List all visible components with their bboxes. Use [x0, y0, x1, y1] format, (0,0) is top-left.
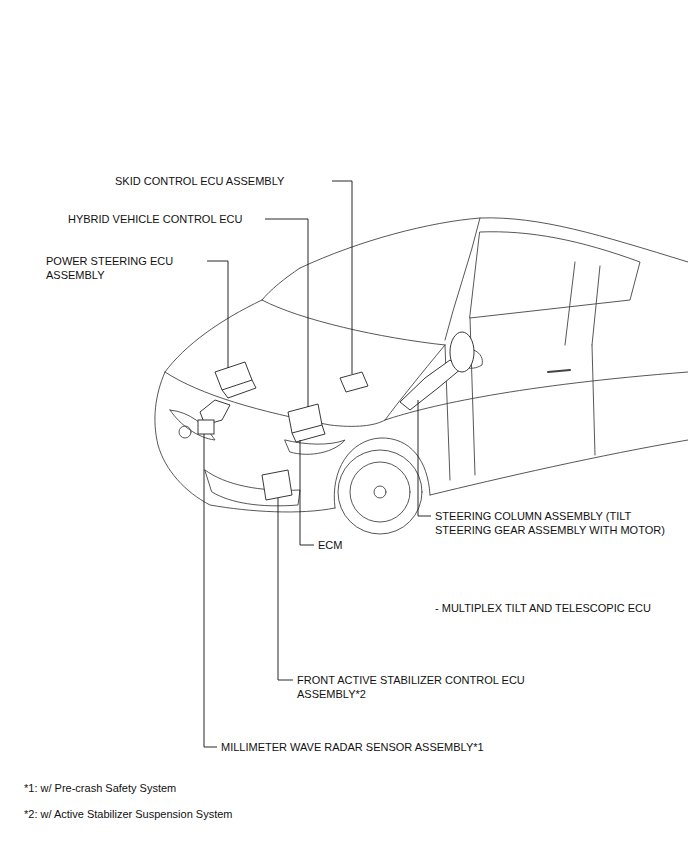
skid-control-ecu — [340, 372, 368, 392]
millimeter-wave-radar — [198, 420, 214, 434]
leader-line — [207, 261, 228, 368]
rim — [350, 462, 410, 522]
headlight-right — [285, 440, 345, 454]
footnote: *1: w/ Pre-crash Safety System — [24, 781, 324, 795]
sill — [430, 440, 688, 495]
footnote: *2: w/ Active Stabilizer Suspension Syst… — [24, 807, 344, 821]
emblem — [179, 426, 191, 438]
door-handle — [548, 370, 570, 372]
steering-wheel — [450, 332, 474, 372]
part-label: SKID CONTROL ECU ASSEMBLY — [115, 174, 335, 188]
hood-edge — [165, 300, 262, 372]
windshield-top — [262, 268, 300, 300]
ecm-box — [288, 404, 325, 442]
grille — [205, 470, 300, 506]
cowl — [262, 300, 445, 345]
power-steering-ecu — [215, 362, 256, 398]
part-label: - MULTIPLEX TILT AND TELESCOPIC ECU — [435, 601, 667, 615]
hood-front — [165, 372, 385, 426]
part-label: ECM — [318, 538, 378, 552]
leader-line — [300, 440, 314, 545]
hub — [374, 486, 386, 498]
leader-line — [332, 181, 352, 374]
stabilizer-ecu — [262, 470, 292, 500]
b-pillar — [565, 262, 600, 345]
leader-line — [265, 219, 308, 407]
part-label: POWER STEERING ECU ASSEMBLY — [46, 254, 206, 282]
part-label: HYBRID VEHICLE CONTROL ECU — [68, 212, 268, 226]
door-line — [445, 318, 595, 480]
steering-column — [400, 360, 462, 410]
wheel-arch — [334, 438, 430, 508]
leader-line — [204, 434, 217, 747]
leader-line — [418, 400, 431, 516]
part-label: MILLIMETER WAVE RADAR SENSOR ASSEMBLY*1 — [221, 740, 551, 754]
leader-line — [278, 498, 293, 680]
part-label: FRONT ACTIVE STABILIZER CONTROL ECU ASSE… — [297, 673, 539, 701]
part-label: STEERING COLUMN ASSEMBLY (TILT STEERING … — [435, 509, 667, 537]
tire — [338, 450, 422, 534]
side-window — [470, 232, 640, 318]
roof-line — [300, 218, 688, 268]
